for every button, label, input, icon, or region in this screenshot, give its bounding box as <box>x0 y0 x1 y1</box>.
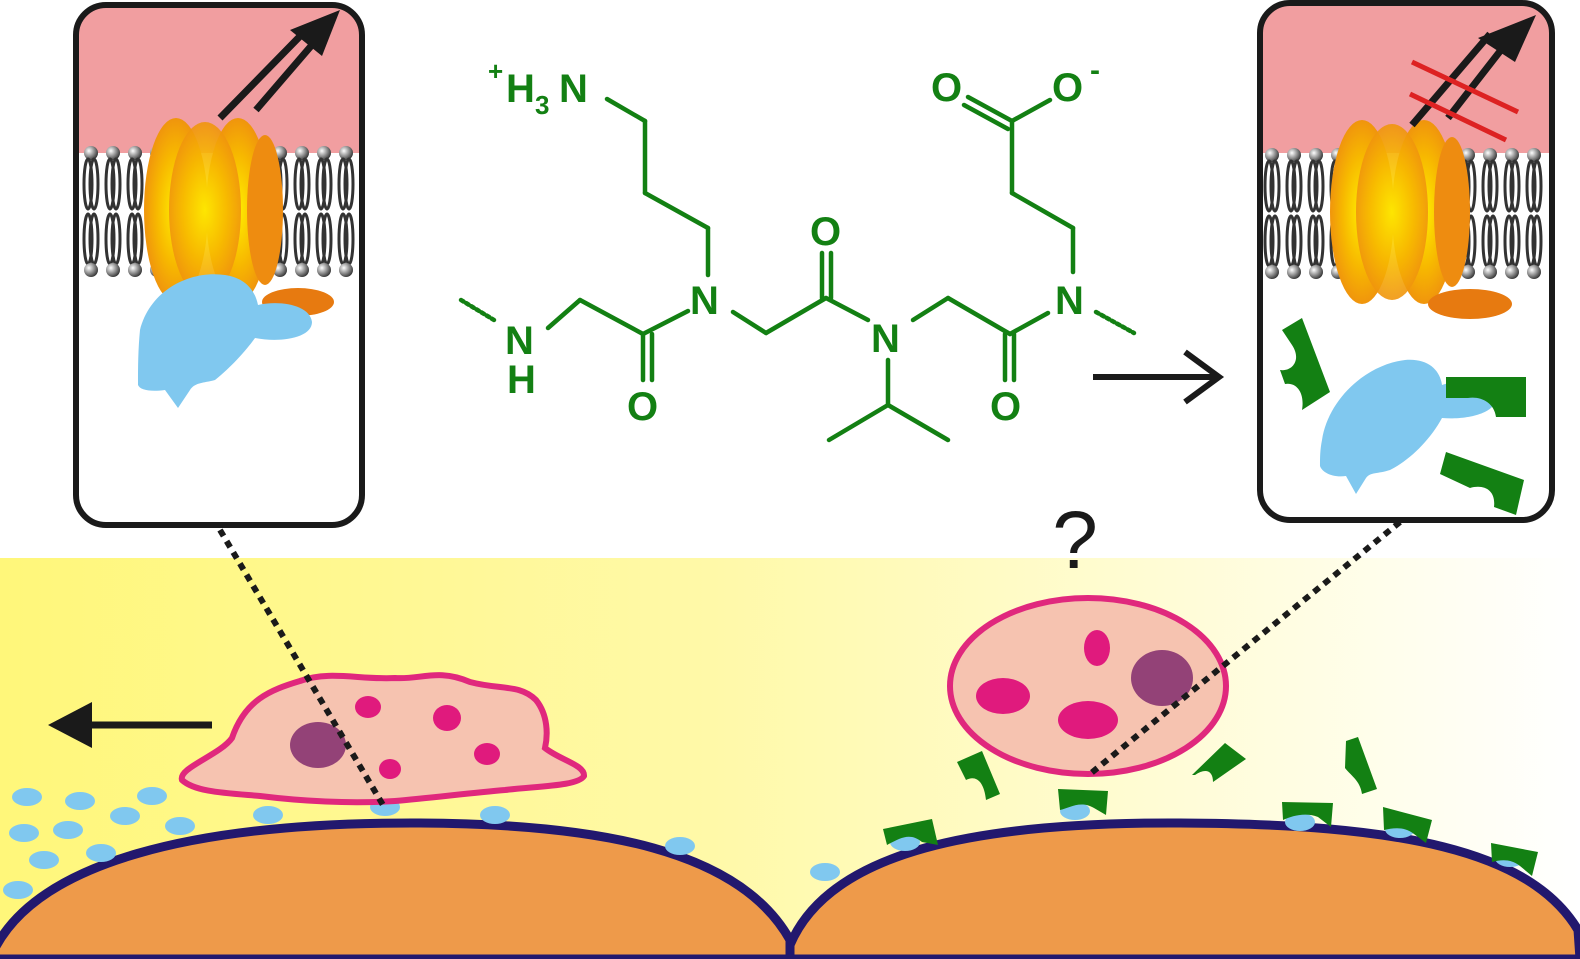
migrating-cell <box>178 672 587 806</box>
carboxyl-o-double: O <box>931 66 962 110</box>
crossed-arrow-icon <box>1408 15 1536 143</box>
zoom-connector-right <box>1088 519 1402 777</box>
tissue-left <box>0 818 795 959</box>
rounded-cell <box>947 595 1229 777</box>
zoom-panel-active <box>73 2 365 528</box>
atom-o-3: O <box>990 385 1021 429</box>
cell-nucleus <box>290 722 346 768</box>
ammonium-h: H <box>506 67 535 111</box>
extracellular-space-right <box>1260 3 1552 153</box>
left-arrow-icon <box>48 702 212 748</box>
peptoid-fragments <box>883 737 1538 876</box>
ammonium-subscript: 3 <box>535 90 549 120</box>
bound-protein <box>138 274 312 408</box>
atom-h-terminal: H <box>507 358 536 402</box>
cell-organelles-right <box>976 630 1118 739</box>
zoom-panel-inhibited <box>1257 0 1555 523</box>
right-arrow-icon <box>1093 349 1225 405</box>
atom-n-2: N <box>690 279 719 323</box>
ion-channel-open <box>144 118 334 316</box>
ammonium-charge: + <box>488 56 503 86</box>
peptoid-fragments-panel <box>1280 318 1526 515</box>
carboxyl-charge: - <box>1090 54 1100 87</box>
cell-organelles <box>355 696 500 779</box>
chemical-atoms: + H 3 N N H O N O N O N O O - <box>488 54 1100 429</box>
zoom-panel-frame-right <box>1257 0 1555 523</box>
peptoid-structure: + H 3 N N H O N O N O N O O - <box>458 54 1137 443</box>
zoom-panel-frame-left <box>73 2 365 528</box>
atom-n-terminal: N <box>505 319 534 363</box>
ammonium-n: N <box>559 67 588 111</box>
atom-n-3: N <box>871 317 900 361</box>
zoom-connector-left <box>217 528 386 807</box>
question-mark: ? <box>1052 495 1098 586</box>
chemical-bonds <box>458 94 1137 443</box>
atom-o-1: O <box>627 385 658 429</box>
cell-nucleus-right <box>1131 650 1193 706</box>
atom-n-4: N <box>1055 279 1084 323</box>
double-arrow-icon <box>217 10 340 121</box>
tissue-right <box>785 818 1580 959</box>
ion-channel-blocked <box>1330 120 1512 319</box>
atom-o-2: O <box>810 210 841 254</box>
carboxyl-o-single: O <box>1052 66 1083 110</box>
